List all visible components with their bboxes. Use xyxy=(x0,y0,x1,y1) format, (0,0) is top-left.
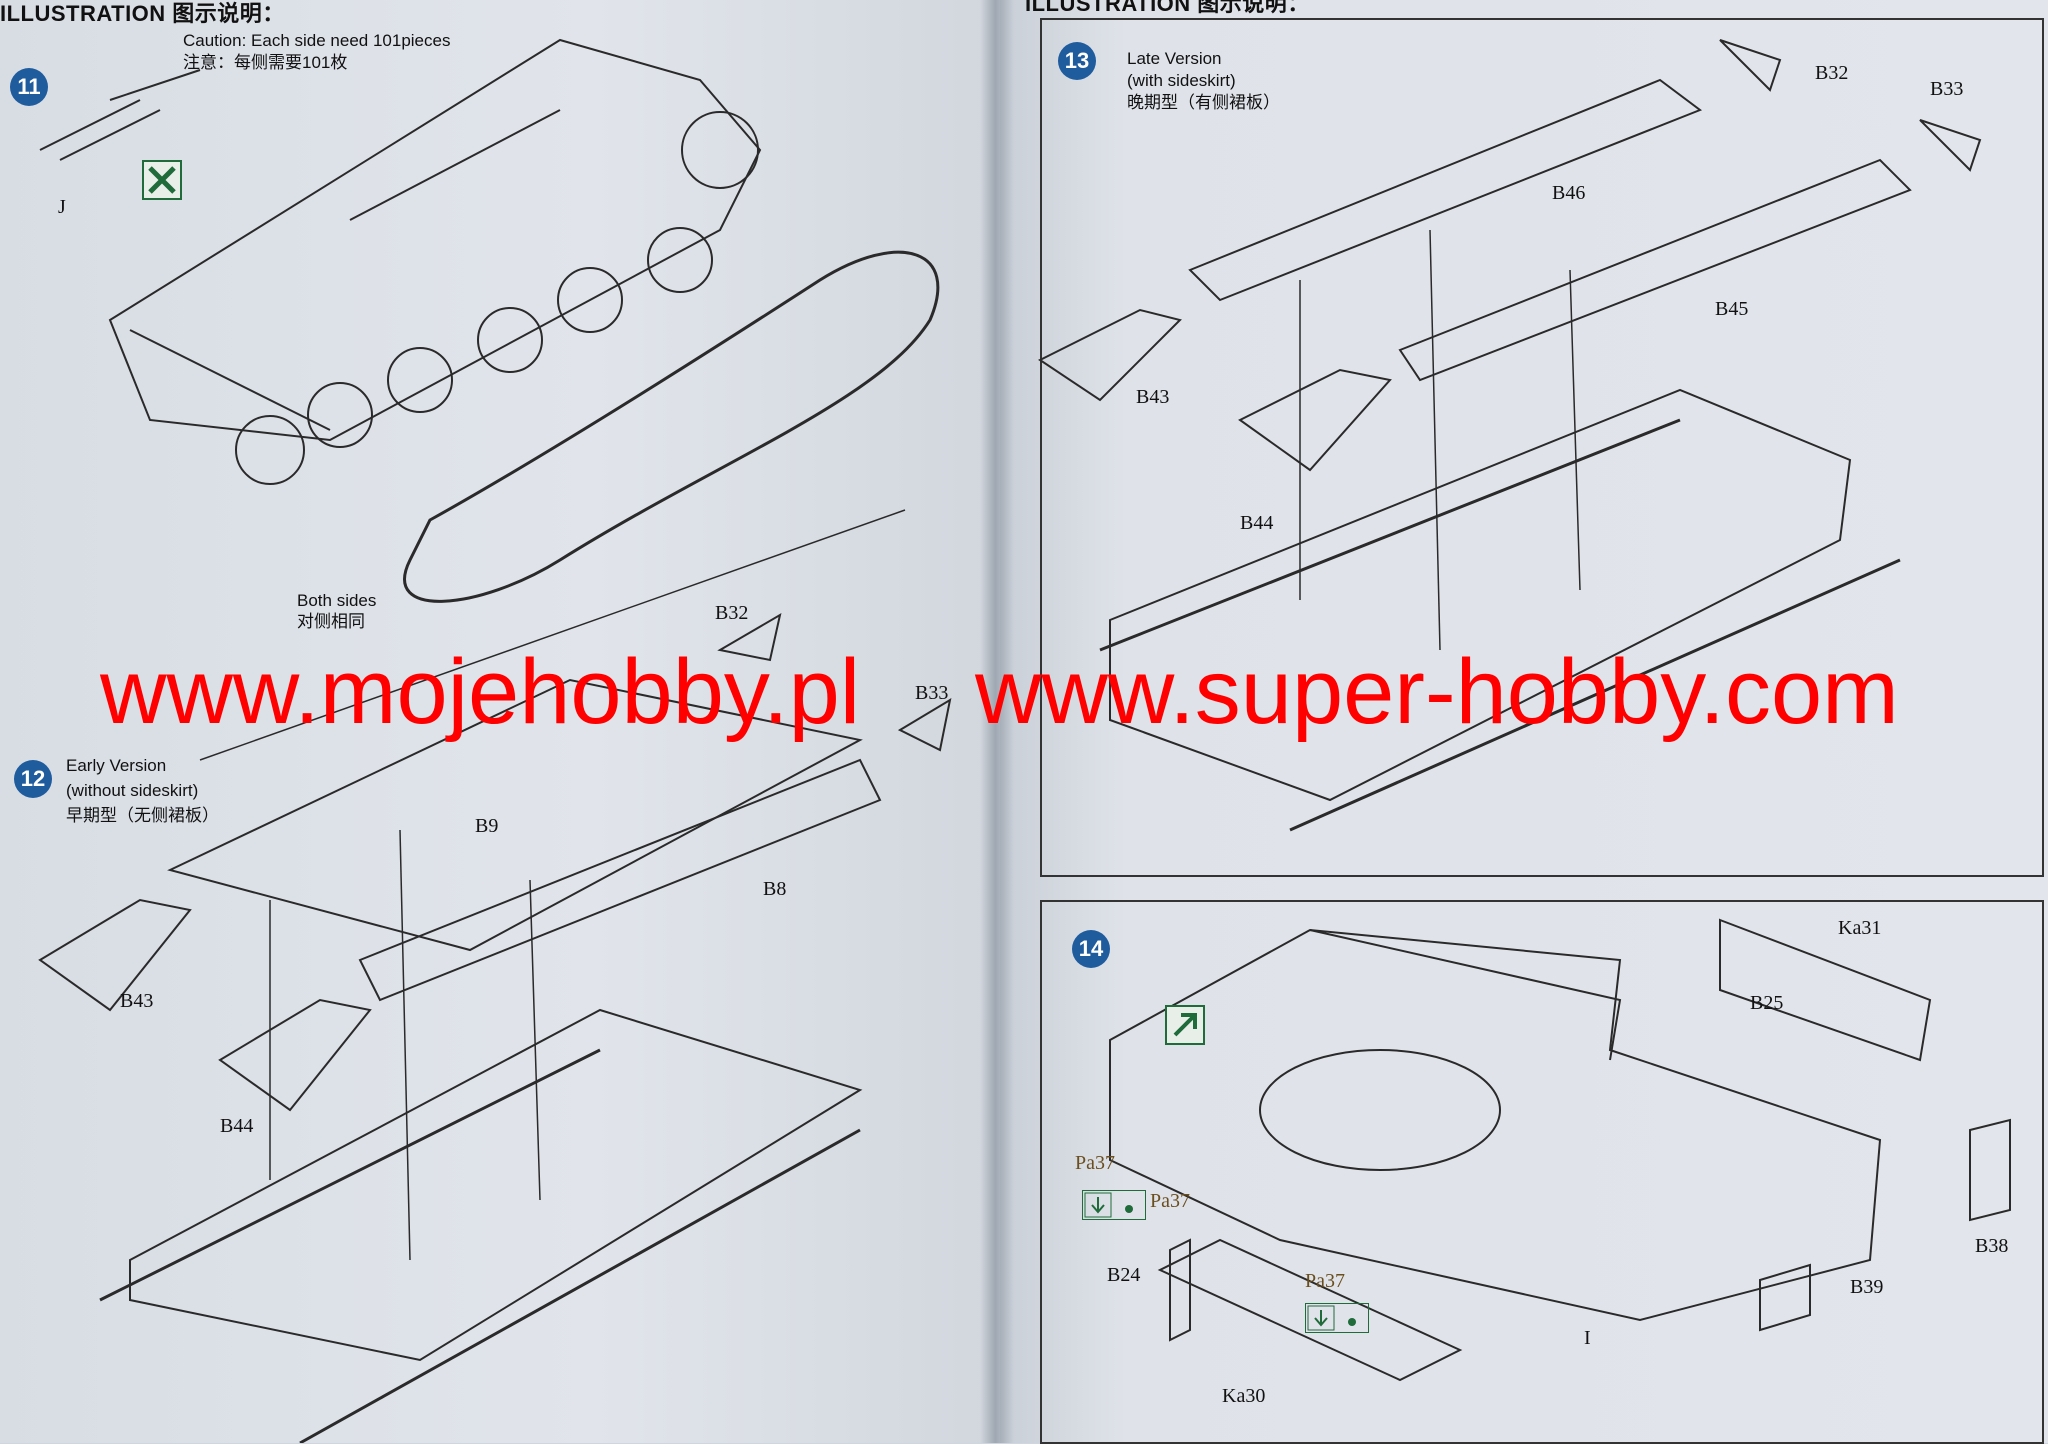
right-header: ILLUSTRATION 图示说明： xyxy=(1025,0,1310,16)
step12-label-b43: B43 xyxy=(120,990,154,1012)
step12-badge: 12 xyxy=(14,760,52,798)
step14-label-pa37-c: Pa37 xyxy=(1305,1270,1345,1292)
step13-subtitle-en: (with sideskirt) xyxy=(1127,71,1236,90)
left-page xyxy=(0,0,990,1443)
step12-title-en: Early Version xyxy=(66,756,167,775)
step14-b24 xyxy=(1169,1238,1191,1342)
step11-part-j: J xyxy=(58,196,66,218)
step14-label-b38: B38 xyxy=(1975,1235,2009,1257)
step11-track-loop xyxy=(403,250,940,603)
step13-label-b46: B46 xyxy=(1552,182,1586,204)
step12-b44 xyxy=(218,998,372,1112)
step13-label-b44: B44 xyxy=(1240,512,1274,534)
step13-label-b33: B33 xyxy=(1930,78,1964,100)
step14-label-pa37-a: Pa37 xyxy=(1075,1152,1115,1174)
step13-title-en: Late Version xyxy=(1127,49,1222,68)
glue-cement-icon xyxy=(1165,1005,1205,1045)
step12-hull xyxy=(129,1008,863,1362)
drill-hole-icon xyxy=(1305,1303,1369,1333)
step14-label-ka31: Ka31 xyxy=(1838,917,1882,939)
step14-ka31 xyxy=(1719,918,1932,1062)
step11-caution-cn: 注意：每侧需要101枚 xyxy=(183,53,348,72)
page-gutter xyxy=(980,0,1014,1443)
step13-b43 xyxy=(1038,308,1182,402)
step12-b43 xyxy=(38,898,192,1012)
step12-title-cn: 早期型（无侧裙板） xyxy=(66,806,219,825)
step12-label-b33: B33 xyxy=(915,682,949,704)
step13-label-b32: B32 xyxy=(1815,62,1849,84)
step11-caution-en: Caution: Each side need 101pieces xyxy=(183,31,451,50)
step14-label-ka30: Ka30 xyxy=(1222,1385,1266,1407)
step13-b46 xyxy=(1188,78,1703,302)
glue-cement-icon xyxy=(142,160,182,200)
step14-label-i: I xyxy=(1584,1327,1591,1349)
step14-ka30 xyxy=(1157,1238,1463,1382)
step11-hull xyxy=(108,38,762,442)
step13-badge: 13 xyxy=(1058,42,1096,80)
step11-badge: 11 xyxy=(10,68,48,106)
watermark-right: www.super-hobby.com xyxy=(975,641,1899,743)
step12-label-b32: B32 xyxy=(715,602,749,624)
step13-b45 xyxy=(1398,158,1912,382)
right-page xyxy=(1000,0,2048,1443)
step14-hull xyxy=(1109,928,1882,1322)
step13-title-cn: 晚期型（有侧裙板） xyxy=(1127,93,1280,112)
left-header: ILLUSTRATION 图示说明： xyxy=(0,1,285,26)
step11-both-sides-en: Both sides xyxy=(297,591,377,610)
step12-label-b9: B9 xyxy=(475,815,499,837)
step13-label-b43: B43 xyxy=(1136,386,1170,408)
step13-b44 xyxy=(1238,368,1392,472)
step14-b38 xyxy=(1969,1118,2011,1222)
drill-hole-icon xyxy=(1082,1190,1146,1220)
step14-label-b25: B25 xyxy=(1750,992,1784,1014)
step11-both-sides-cn: 对侧相同 xyxy=(297,612,365,631)
step13-label-b45: B45 xyxy=(1715,298,1749,320)
step14-label-b24: B24 xyxy=(1107,1264,1141,1286)
step12-b8 xyxy=(358,758,882,1002)
step14-b39 xyxy=(1759,1263,1811,1332)
step14-label-pa37-b: Pa37 xyxy=(1150,1190,1190,1212)
step12-b9 xyxy=(167,678,863,952)
step14-badge: 14 xyxy=(1072,930,1110,968)
watermark-left: www.mojehobby.pl xyxy=(100,641,861,743)
step12-subtitle-en: (without sideskirt) xyxy=(66,781,199,800)
step13-hull xyxy=(1109,388,1852,802)
step12-label-b8: B8 xyxy=(763,878,787,900)
step12-label-b44: B44 xyxy=(220,1115,254,1137)
step14-label-b39: B39 xyxy=(1850,1276,1884,1298)
step13-frame xyxy=(1040,18,2044,877)
